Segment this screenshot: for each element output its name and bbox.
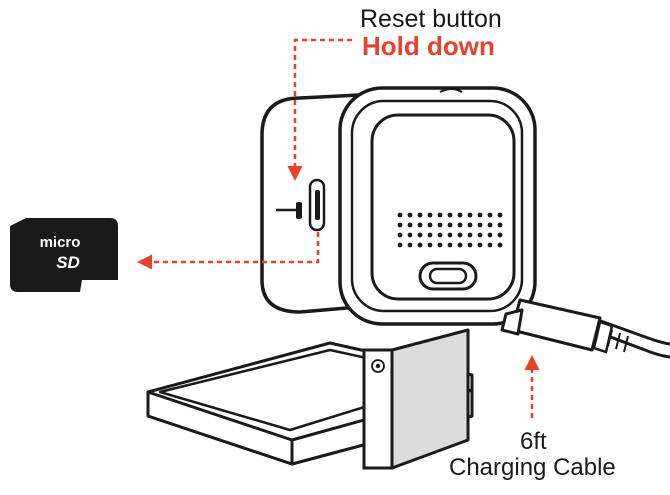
micro-sd-card-icon: micro SD — [10, 218, 118, 292]
sd-card-bottom-text: SD — [56, 253, 80, 272]
reset-button-label: Reset button — [360, 5, 502, 33]
reset-guide-arrow — [287, 38, 352, 181]
speaker-grille — [397, 212, 503, 248]
cable-length-label: 6ft — [520, 428, 547, 455]
hold-down-label: Hold down — [362, 31, 495, 61]
charging-cable-label: Charging Cable — [449, 454, 616, 481]
sd-guide-arrow — [137, 232, 320, 270]
stand-arm — [362, 328, 470, 470]
camera-icon — [260, 86, 537, 326]
sd-card-top-text: micro — [40, 234, 81, 251]
charging-cable-icon — [500, 298, 670, 359]
